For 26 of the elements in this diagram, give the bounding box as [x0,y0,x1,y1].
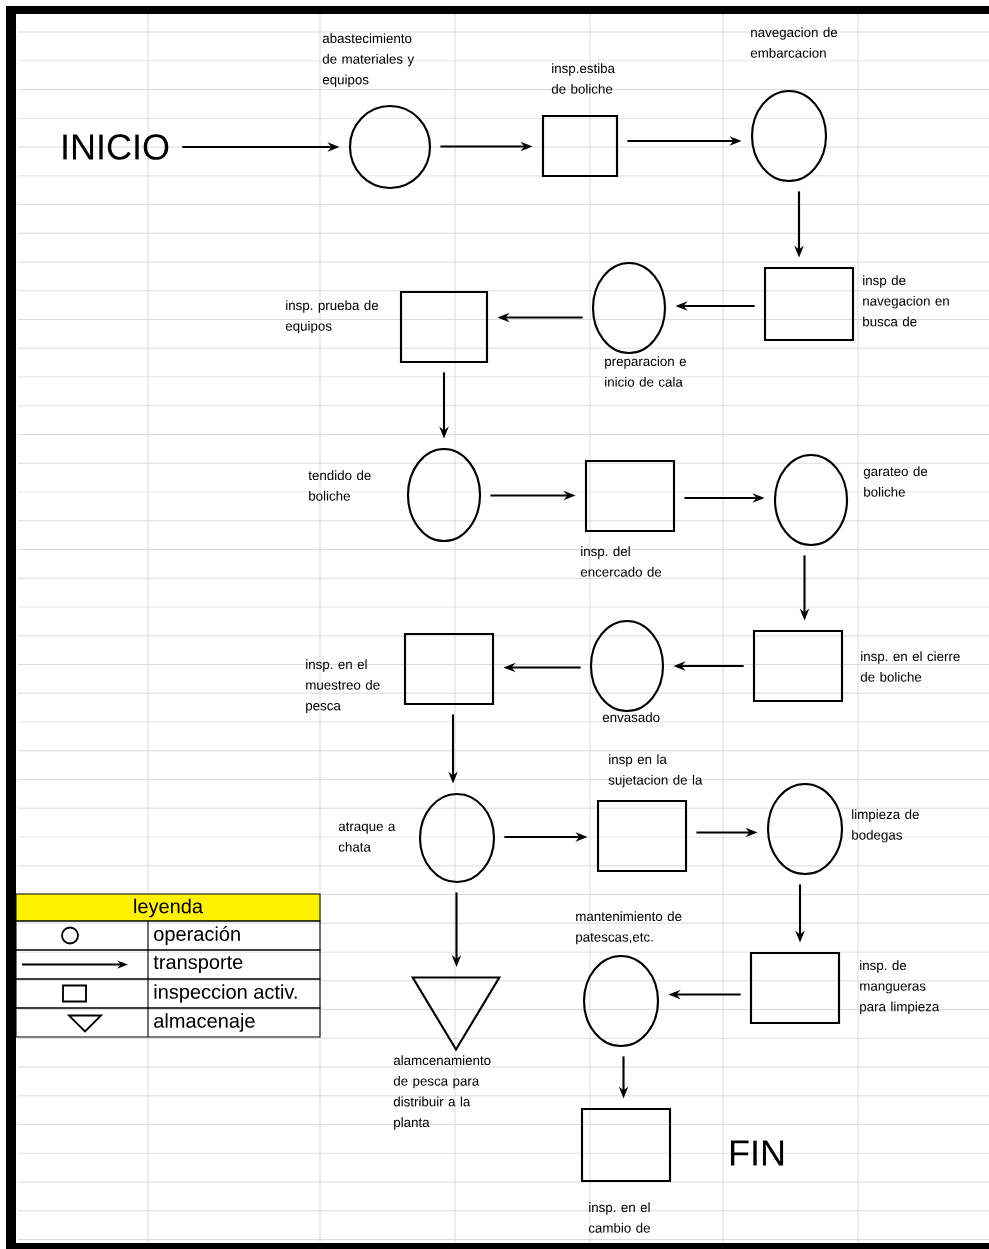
step-label: insp. del encercado de [580,546,662,577]
step-label: insp. en el cambio de [588,1202,650,1233]
step-label: insp. en el cierre de boliche [860,651,960,682]
step-label: preparacion e inicio de cala [605,356,686,387]
step-label: alamcenamiento de pesca para distribuir a la planta [393,1055,491,1130]
step-label: navegacion de embarcacion [750,27,838,58]
legend-text: operación [154,926,240,945]
legend-header: leyenda [15,893,321,922]
step-label: mantenimiento de patescas,etc. [576,911,682,945]
end-label: FIN [730,1140,784,1166]
start-label: INICIO [63,134,169,160]
step-label: envasado [602,712,660,723]
legend-text: transporte [153,956,243,974]
legend-text: almacenaje [154,1013,255,1032]
step-label: insp.estiba de boliche [551,63,615,94]
step-label: insp. prueba de equipos [285,300,379,334]
step-label: tendido de boliche [308,470,371,501]
legend-text: inspeccion activ. [154,984,297,1003]
step-label: atraque a chata [338,822,396,852]
step-label: insp. en el muestreo de pesca [306,659,380,714]
step-label: insp. de mangueras para limpieza [860,960,940,1015]
step-label: insp de navegacion en busca de [863,275,949,327]
step-label: abastecimiento de materiales y equipos [322,33,415,87]
step-label: garateo de boliche [863,466,928,497]
step-label: limpieza de bodegas [852,809,919,843]
step-label: insp en la sujetacion de la [608,754,703,788]
